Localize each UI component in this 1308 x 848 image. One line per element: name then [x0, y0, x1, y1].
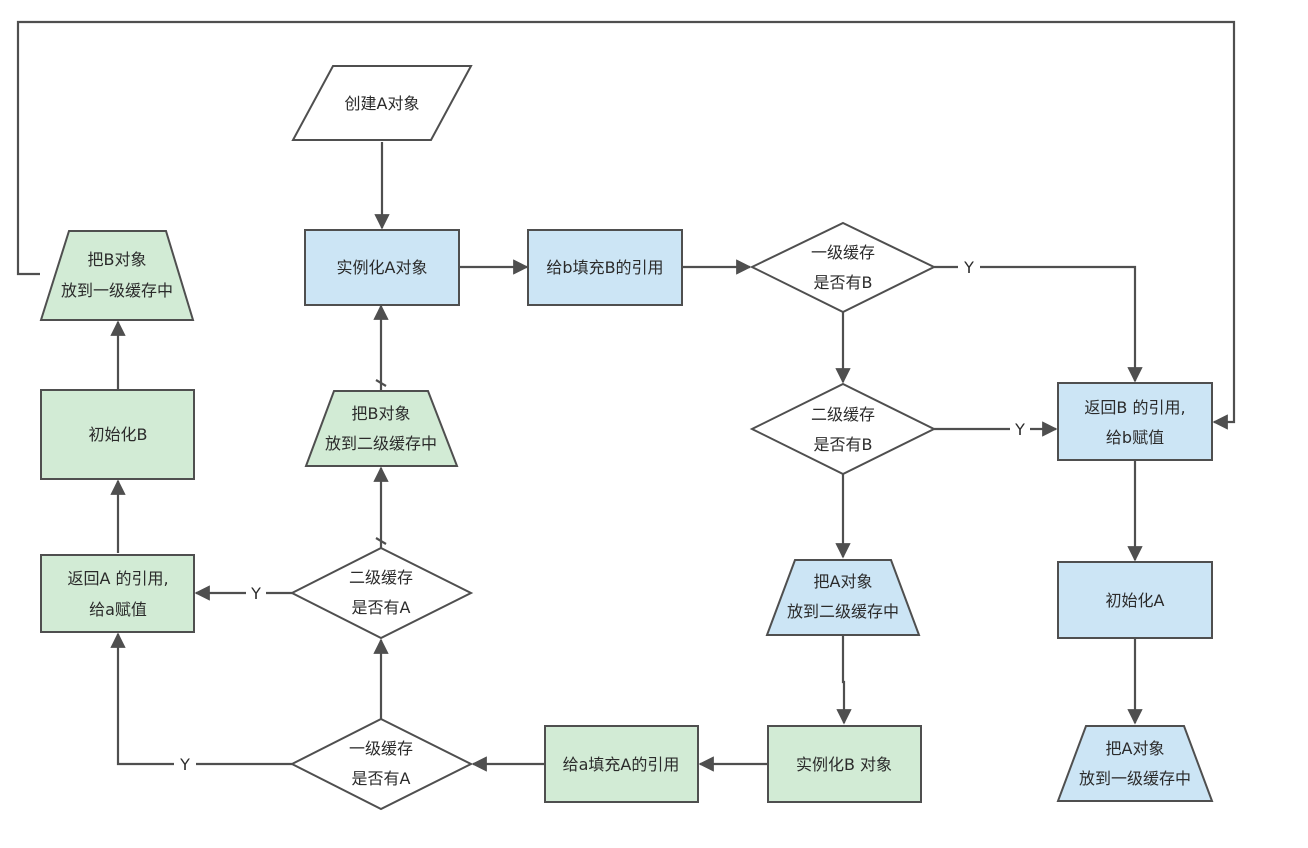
put-a-l2-line1: 把A对象	[814, 572, 873, 591]
edges	[16, 20, 1236, 772]
put-b-l2-shape	[304, 390, 459, 467]
node-init-b[interactable]: 初始化B	[40, 389, 195, 480]
l2-has-a-line2: 是否有A	[352, 598, 411, 617]
node-put-a-l2[interactable]: 把A对象 放到二级缓存中	[765, 559, 921, 636]
node-fill-b-ref[interactable]: 给b填充B的引用	[527, 229, 683, 306]
put-a-l2-line2: 放到二级缓存中	[787, 602, 899, 621]
return-b-ref-line2: 给b赋值	[1106, 428, 1164, 447]
put-b-l1-shape	[39, 230, 195, 321]
node-l2-has-b[interactable]: 二级缓存 是否有B	[749, 382, 937, 476]
l2-has-b-line2: 是否有B	[814, 435, 873, 454]
edge-put-b-l1-loop-to-return-b	[16, 20, 1236, 430]
fill-a-ref-shape	[544, 725, 699, 803]
nodes: 创建A对象 实例化A对象 给b填充B的引用 一级缓存 是否有B 二级缓存 是否有…	[39, 65, 1214, 811]
create-a-label: 创建A对象	[345, 94, 420, 113]
edge-tick-upper	[375, 379, 387, 387]
node-init-a[interactable]: 初始化A	[1057, 561, 1213, 639]
put-b-l1-line2: 放到一级缓存中	[61, 281, 173, 300]
return-a-ref-line1: 返回A 的引用,	[67, 569, 168, 588]
node-l1-has-b[interactable]: 一级缓存 是否有B	[749, 221, 937, 314]
init-a-shape	[1057, 561, 1213, 639]
edge-put-a-l2-to-instantiate-b	[836, 636, 852, 725]
return-b-ref-line1: 返回B 的引用,	[1084, 398, 1185, 417]
node-put-b-l1[interactable]: 把B对象 放到一级缓存中	[39, 230, 195, 321]
l1-has-b-line1: 一级缓存	[811, 243, 875, 262]
node-instantiate-a[interactable]: 实例化A对象	[304, 229, 460, 306]
return-b-ref-shape	[1057, 382, 1213, 461]
put-b-l2-line2: 放到二级缓存中	[325, 434, 437, 453]
instantiate-b-shape	[767, 725, 922, 803]
l2-has-b-line1: 二级缓存	[811, 405, 875, 424]
return-a-ref-shape	[40, 554, 195, 633]
create-a-shape	[291, 65, 473, 141]
l1-has-b-line2: 是否有B	[814, 273, 873, 292]
put-a-l1-shape	[1056, 725, 1214, 802]
put-b-l1-line1: 把B对象	[88, 250, 147, 269]
edge-l1-has-b-yes	[934, 265, 1135, 381]
label-yes-l1-has-b: Y	[963, 258, 974, 277]
label-yes-l2-has-a: Y	[250, 584, 261, 603]
init-a-label: 初始化A	[1106, 591, 1165, 610]
label-yes-l2-has-b: Y	[1014, 420, 1025, 439]
node-instantiate-b[interactable]: 实例化B 对象	[767, 725, 922, 803]
init-b-label: 初始化B	[89, 425, 148, 444]
l2-has-b-shape	[749, 382, 937, 476]
node-put-a-l1[interactable]: 把A对象 放到一级缓存中	[1056, 725, 1214, 802]
instantiate-a-shape	[304, 229, 460, 306]
l1-has-a-line2: 是否有A	[352, 769, 411, 788]
l2-has-a-line1: 二级缓存	[349, 568, 413, 587]
label-yes-l1-has-a: Y	[179, 755, 190, 774]
put-a-l1-line1: 把A对象	[1106, 739, 1165, 758]
edge-l1-has-a-yes	[118, 634, 292, 766]
return-a-ref-line2: 给a赋值	[89, 600, 147, 619]
instantiate-b-label: 实例化B 对象	[796, 755, 892, 774]
edge-labels: Y Y Y Y	[179, 258, 1025, 774]
put-a-l1-line2: 放到一级缓存中	[1079, 769, 1191, 788]
fill-b-ref-label: 给b填充B的引用	[546, 258, 663, 277]
node-l2-has-a[interactable]: 二级缓存 是否有A	[289, 546, 474, 640]
node-create-a[interactable]: 创建A对象	[291, 65, 473, 141]
init-b-shape	[40, 389, 195, 480]
node-fill-a-ref[interactable]: 给a填充A的引用	[544, 725, 699, 803]
instantiate-a-label: 实例化A对象	[337, 258, 428, 277]
l1-has-a-line1: 一级缓存	[349, 739, 413, 758]
node-l1-has-a[interactable]: 一级缓存 是否有A	[289, 717, 474, 811]
fill-b-ref-shape	[527, 229, 683, 306]
l1-has-a-shape	[289, 717, 474, 811]
put-a-l2-shape	[765, 559, 921, 636]
edge-tick-lower	[375, 537, 387, 545]
node-return-a-ref[interactable]: 返回A 的引用, 给a赋值	[40, 554, 195, 633]
put-b-l2-line1: 把B对象	[352, 404, 411, 423]
node-return-b-ref[interactable]: 返回B 的引用, 给b赋值	[1057, 382, 1213, 461]
node-put-b-l2[interactable]: 把B对象 放到二级缓存中	[304, 390, 459, 467]
l2-has-a-shape	[289, 546, 474, 640]
fill-a-ref-label: 给a填充A的引用	[563, 755, 680, 774]
l1-has-b-shape	[749, 221, 937, 314]
